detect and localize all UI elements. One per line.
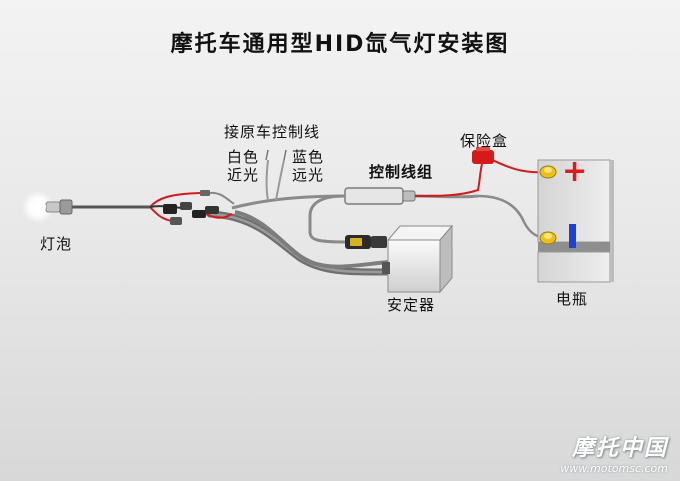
connector-b [180, 202, 192, 210]
label-harness: 控制线组 [369, 163, 434, 181]
fuse-box [472, 147, 494, 164]
label-near: 近光 [227, 166, 260, 184]
harness-to-fuse [414, 163, 483, 197]
watermark-title: 摩托中国 [571, 436, 668, 461]
white-wire [265, 159, 269, 201]
label-far: 远光 [292, 166, 325, 184]
bulb [22, 191, 73, 223]
page-title: 摩托车通用型HID氙气灯安装图 [170, 32, 510, 57]
battery [537, 159, 614, 283]
label-bulb: 灯泡 [40, 235, 73, 253]
connector-c [192, 210, 206, 218]
ballast-cable-2 [234, 210, 389, 269]
connector-a [163, 204, 177, 214]
harness-module [344, 187, 404, 205]
connector-d [170, 217, 182, 225]
watermark-url: www.motomsc.com [560, 462, 668, 475]
harness-to-ballast [308, 194, 346, 244]
label-white: 白色 [227, 148, 260, 166]
label-control-line: 接原车控制线 [224, 123, 321, 141]
ballast-box [382, 224, 454, 294]
label-fuse: 保险盒 [460, 132, 509, 150]
label-blue: 蓝色 [292, 148, 325, 166]
blue-wire [275, 159, 285, 201]
red-wire-upper [149, 192, 201, 208]
label-ballast: 安定器 [387, 296, 436, 314]
plus-sign: + [562, 154, 589, 189]
label-battery: 电瓶 [556, 290, 589, 308]
minus-sign [569, 224, 576, 248]
watermark: 摩托中国 www.motomsc.com [560, 430, 668, 475]
